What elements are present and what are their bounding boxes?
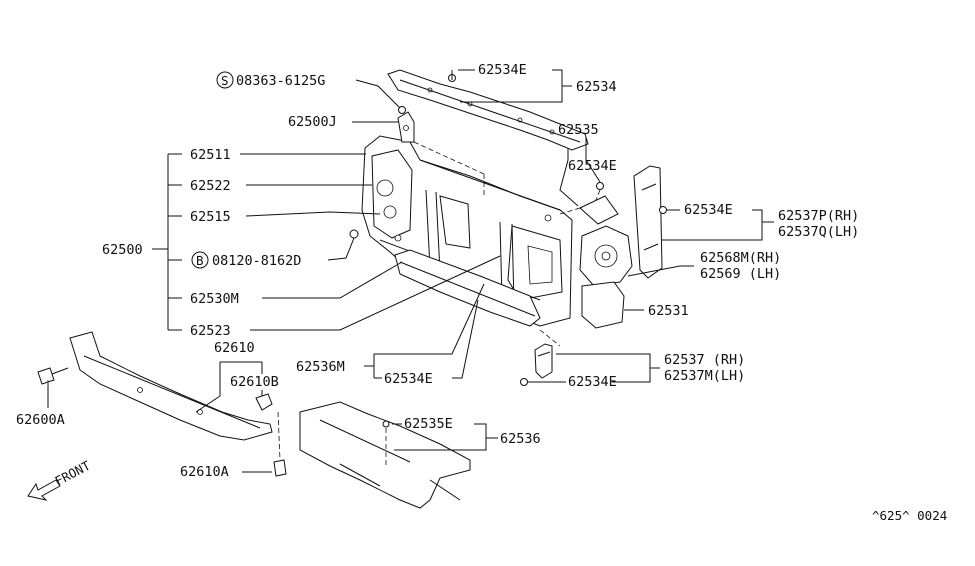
front-label: FRONT [52,458,93,489]
label-62534E-mid: 62534E [568,158,617,174]
radiator-core-support-part [361,135,573,327]
guide-line-7 [539,329,561,347]
label-62536M: 62536M [296,359,345,375]
bolt-symbol-icon: B [191,251,209,269]
label-62534: 62534 [576,79,617,95]
label-62534E-low: 62534E [384,371,433,387]
label-62535: 62535 [558,122,599,138]
lower-panel-62610-part [69,331,273,441]
cover-62568M-part [579,225,633,287]
bracket-62500J-part [397,111,415,143]
screw-icon [349,74,667,386]
label-62537-RH: 62537 (RH) [664,352,745,368]
label-62536: 62536 [500,431,541,447]
label-62537Q-LH: 62537Q(LH) [778,224,859,240]
bolt-marker: B [196,253,204,268]
label-62534E-bottom: 62534E [568,374,617,390]
screw-symbol-icon: S [216,71,234,89]
label-62610A: 62610A [180,464,229,480]
label-62610: 62610 [214,340,255,356]
bolt-62600A-part [37,367,69,385]
label-62511: 62511 [190,147,231,163]
label-62500J: 62500J [288,114,337,130]
guide-line-1 [413,141,485,175]
label-62537M-LH: 62537M(LH) [664,368,745,384]
label-62600A: 62600A [16,412,65,428]
side-bracket-62537P-part [633,165,663,279]
clip-62610B-part [255,393,273,411]
seal-62531-part [581,281,625,329]
screw-62535E-part [382,420,390,468]
lower-tie-bar-part [394,249,541,327]
bracket-62535-part [579,195,619,225]
label-62568M-RH: 62568M(RH) [700,250,781,266]
catalog-code: ^625^ 0024 [872,508,947,523]
label-08120-8162D: 08120-8162D [212,253,301,269]
label-62534E-top: 62534E [478,62,527,78]
label-62569-LH: 62569 (LH) [700,266,781,282]
screw-marker: S [221,73,229,88]
label-62610B: 62610B [230,374,279,390]
bolt-62610A-part [273,411,287,477]
bracket-62537-part [534,343,553,379]
label-62531: 62531 [648,303,689,319]
upper-support-bar-part [387,69,589,151]
label-62522: 62522 [190,178,231,194]
label-62535E: 62535E [404,416,453,432]
guide-line-4 [595,189,601,201]
label-62515: 62515 [190,209,231,225]
label-62500: 62500 [102,242,143,258]
hood-lock-support-62536-part [299,401,471,509]
label-62530M: 62530M [190,291,239,307]
front-arrow-icon [27,479,61,501]
label-62534E-right: 62534E [684,202,733,218]
leader-lines [47,69,774,473]
label-08363-6125G: 08363-6125G [236,73,325,89]
label-62537P-RH: 62537P(RH) [778,208,859,224]
guide-line-3 [559,207,581,215]
label-62523: 62523 [190,323,231,339]
